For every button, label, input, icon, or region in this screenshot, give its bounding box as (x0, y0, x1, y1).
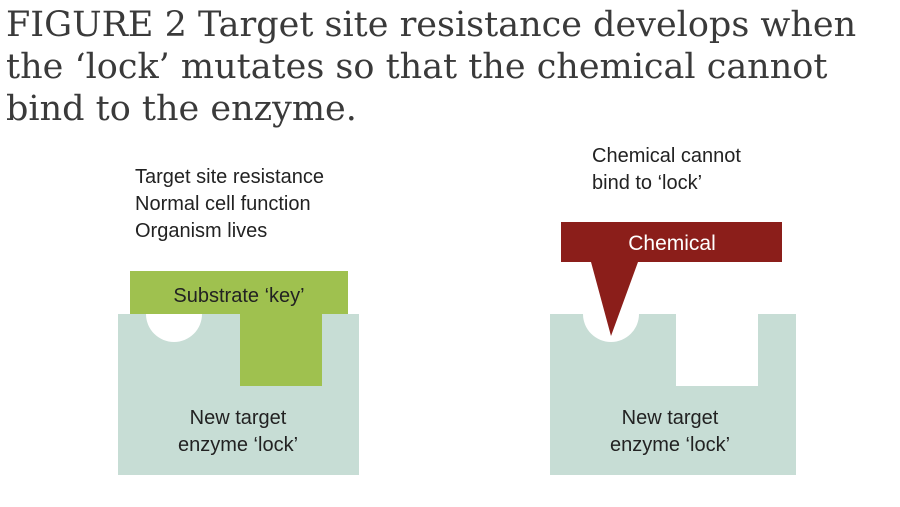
right-lock-label-line2: enzyme ‘lock’ (610, 434, 730, 456)
left-lock-label-line1: New target (190, 407, 287, 429)
left-enzyme-lock (118, 314, 359, 475)
chemical-label: Chemical (628, 232, 716, 255)
note-chemical-cannot: Chemical cannot (592, 145, 741, 167)
right-lock-label-line1: New target (622, 407, 719, 429)
chemical-block (561, 222, 782, 336)
left-notes: Target site resistance Normal cell funct… (135, 164, 324, 245)
note-target-site-resistance: Target site resistance (135, 166, 324, 188)
substrate-key (130, 271, 348, 386)
right-enzyme-lock (550, 314, 796, 475)
substrate-key-label: Substrate ‘key’ (173, 285, 304, 307)
right-note: Chemical cannot bind to ‘lock’ (592, 143, 741, 197)
note-normal-cell-function: Normal cell function (135, 193, 311, 215)
note-organism-lives: Organism lives (135, 220, 268, 242)
note-bind-to-lock: bind to ‘lock’ (592, 172, 703, 194)
left-lock-label-line2: enzyme ‘lock’ (178, 434, 298, 456)
figure-caption: FIGURE 2 Target site resistance develops… (6, 5, 857, 129)
